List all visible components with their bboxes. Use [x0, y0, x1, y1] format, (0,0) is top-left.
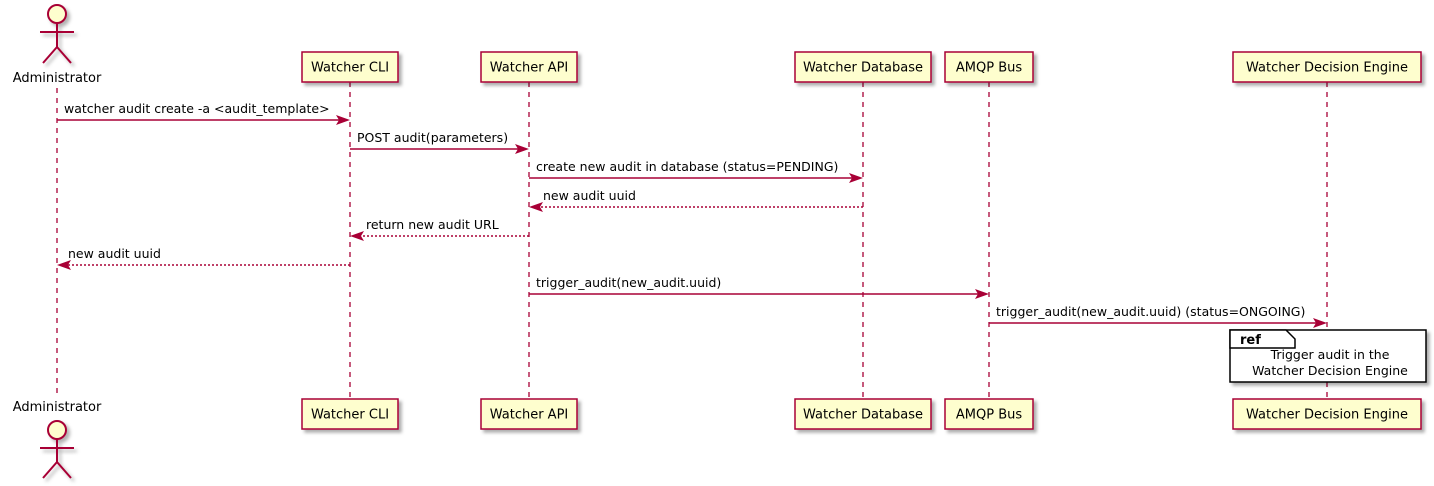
- participant-watcher-db-bottom[interactable]: Watcher Database: [794, 398, 932, 430]
- participant-label-watcher-db: Watcher Database: [803, 408, 923, 423]
- actor-label-administrator-top: Administrator: [13, 71, 102, 86]
- actor-leg-left-icon: [42, 461, 58, 479]
- message-label: new audit uuid: [543, 188, 636, 203]
- message-arrowhead-right: [336, 115, 350, 125]
- participant-label-decision-engine: Watcher Decision Engine: [1246, 408, 1408, 423]
- participant-decision-engine-top[interactable]: Watcher Decision Engine: [1232, 51, 1422, 83]
- participant-amqp-bus-bottom[interactable]: AMQP Bus: [944, 398, 1034, 430]
- participant-box-rect: [794, 51, 932, 83]
- participant-label-watcher-db: Watcher Database: [803, 61, 923, 76]
- message-1-watcher-audit-create[interactable]: watcher audit create -a <audit_template>: [57, 101, 350, 125]
- participant-box-rect: [480, 51, 578, 83]
- message-label: watcher audit create -a <audit_template>: [64, 101, 330, 116]
- participant-boxes-top: Watcher CLI Watcher API Watcher Database…: [301, 51, 1422, 83]
- participant-box-rect: [944, 51, 1034, 83]
- message-6-new-audit-uuid-cli[interactable]: new audit uuid: [57, 246, 350, 270]
- message-arrowhead-left: [57, 260, 71, 270]
- participant-label-amqp-bus: AMQP Bus: [956, 61, 1022, 76]
- participant-box-rect: [944, 398, 1034, 430]
- actor-top-figure: [40, 4, 74, 64]
- participant-watcher-cli-bottom[interactable]: Watcher CLI: [301, 398, 399, 430]
- actor-bottom-figure: [40, 420, 74, 479]
- participant-box-rect: [1232, 51, 1422, 83]
- actor-label-administrator-bottom: Administrator: [13, 400, 102, 415]
- message-7-trigger-audit[interactable]: trigger_audit(new_audit.uuid): [529, 275, 989, 299]
- actor-administrator-bottom[interactable]: Administrator: [13, 400, 102, 479]
- message-arrowhead-left: [529, 202, 543, 212]
- participant-decision-engine-bottom[interactable]: Watcher Decision Engine: [1232, 398, 1422, 430]
- lifelines-group: [56, 82, 1328, 399]
- message-8-trigger-audit-ongoing[interactable]: trigger_audit(new_audit.uuid) (status=ON…: [989, 304, 1327, 328]
- ref-frame-trigger-audit[interactable]: ref Trigger audit in the Watcher Decisio…: [1229, 329, 1427, 383]
- message-4-new-audit-uuid-db[interactable]: new audit uuid: [529, 188, 863, 212]
- message-arrowhead-right: [515, 144, 529, 154]
- actor-leg-right-icon: [56, 46, 72, 64]
- actor-head-icon: [47, 4, 67, 24]
- message-2-post-audit[interactable]: POST audit(parameters): [350, 130, 529, 154]
- ref-frame-line-2: Watcher Decision Engine: [1252, 363, 1408, 378]
- message-3-create-new-audit[interactable]: create new audit in database (status=PEN…: [529, 159, 863, 183]
- message-label: trigger_audit(new_audit.uuid) (status=ON…: [996, 304, 1305, 319]
- participant-watcher-db-top[interactable]: Watcher Database: [794, 51, 932, 83]
- participant-box-rect: [301, 51, 399, 83]
- participant-box-rect: [301, 398, 399, 430]
- message-label: POST audit(parameters): [357, 130, 508, 145]
- message-label: trigger_audit(new_audit.uuid): [536, 275, 721, 290]
- actor-leg-left-icon: [42, 46, 58, 64]
- participant-label-decision-engine: Watcher Decision Engine: [1246, 61, 1408, 76]
- message-label: create new audit in database (status=PEN…: [536, 159, 838, 174]
- message-label: new audit uuid: [68, 246, 161, 261]
- message-arrowhead-right: [975, 289, 989, 299]
- participant-label-watcher-cli: Watcher CLI: [311, 408, 389, 423]
- actor-administrator-top[interactable]: Administrator: [13, 4, 102, 86]
- participant-boxes-bottom: Watcher CLI Watcher API Watcher Database…: [301, 398, 1422, 430]
- participant-label-watcher-api: Watcher API: [490, 408, 569, 423]
- participant-watcher-api-top[interactable]: Watcher API: [480, 51, 578, 83]
- participant-watcher-api-bottom[interactable]: Watcher API: [480, 398, 578, 430]
- message-label: return new audit URL: [366, 217, 499, 232]
- ref-frame-tab-label: ref: [1240, 333, 1261, 348]
- message-arrowhead-left: [350, 231, 364, 241]
- participant-box-rect: [1232, 398, 1422, 430]
- message-arrowhead-right: [849, 173, 863, 183]
- actor-head-icon: [47, 420, 67, 440]
- participant-watcher-cli-top[interactable]: Watcher CLI: [301, 51, 399, 83]
- actor-leg-right-icon: [56, 461, 72, 479]
- participant-box-rect: [794, 398, 932, 430]
- message-arrowhead-right: [1313, 318, 1327, 328]
- participant-label-watcher-api: Watcher API: [490, 61, 569, 76]
- participant-label-watcher-cli: Watcher CLI: [311, 61, 389, 76]
- message-5-return-new-audit-url[interactable]: return new audit URL: [350, 217, 529, 241]
- participant-box-rect: [480, 398, 578, 430]
- participant-amqp-bus-top[interactable]: AMQP Bus: [944, 51, 1034, 83]
- ref-frame-line-1: Trigger audit in the: [1270, 347, 1390, 362]
- participant-label-amqp-bus: AMQP Bus: [956, 408, 1022, 423]
- ref-frame-tab-shape: [1229, 329, 1296, 349]
